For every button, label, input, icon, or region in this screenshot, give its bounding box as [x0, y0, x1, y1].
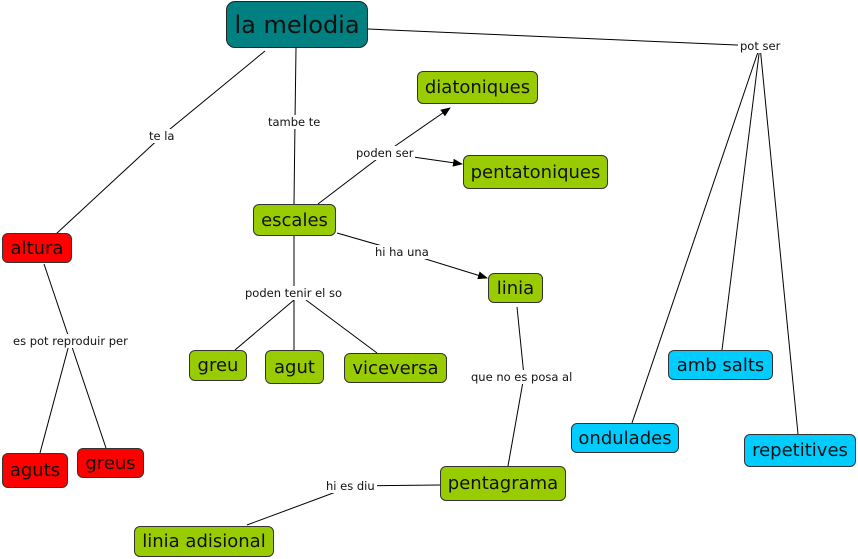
connector-es-pot-aguts [39, 340, 71, 454]
link-label-pot-ser: pot ser [738, 39, 783, 53]
link-label-tambe-te: tambe te [266, 115, 323, 129]
connector-que-no-pentagrama [507, 375, 525, 467]
node-label: escales [261, 209, 328, 231]
connector-pot-ser-amb-salts [721, 45, 761, 351]
node-altura[interactable]: altura [2, 233, 72, 263]
node-linia-adisional[interactable]: linia adisional [134, 526, 274, 557]
link-label-hi-es-diu: hi es diu [324, 479, 377, 493]
node-pentagrama[interactable]: pentagrama [440, 466, 566, 501]
node-aguts[interactable]: aguts [2, 453, 68, 488]
node-label: pentagrama [447, 473, 559, 494]
node-escales[interactable]: escales [253, 204, 336, 236]
link-label-hi-ha-una: hi ha una [373, 245, 431, 259]
connector-altura-es-pot [43, 263, 71, 342]
connector-poden-tenir-greu [234, 299, 295, 351]
connector-root-pot-ser [367, 28, 761, 47]
connector-tambe-te-escales [293, 120, 296, 205]
connector-linia-que-no [516, 306, 525, 377]
node-greu[interactable]: greu [189, 350, 247, 381]
node-label: aguts [9, 460, 61, 481]
link-label-te-la: te la [147, 129, 177, 143]
node-viceversa[interactable]: viceversa [344, 353, 447, 383]
link-label-poden-ser: poden ser [354, 146, 416, 160]
node-label: linia [496, 277, 535, 299]
node-repetitives[interactable]: repetitives [744, 434, 856, 467]
node-agut[interactable]: agut [265, 350, 324, 384]
connector-root-tambe-te [294, 47, 297, 122]
connector-escales-poden-ser [317, 152, 386, 205]
connector-poden-ser-diatoniques [384, 107, 451, 154]
node-greus[interactable]: greus [77, 448, 144, 478]
node-label: pentatoniques [470, 161, 601, 183]
connector-poden-tenir-viceversa [305, 299, 378, 354]
node-label: linia adisional [142, 531, 266, 552]
node-label: ondulades [578, 427, 672, 449]
node-label: agut [274, 356, 315, 378]
connector-te-la-altura [55, 133, 165, 235]
connector-root-te-la [163, 50, 266, 135]
link-label-es-pot-reproduir-per: es pot reproduir per [11, 334, 130, 348]
node-label: diatoniques [424, 77, 531, 98]
node-label: repetitives [752, 440, 848, 461]
node-la-melodia[interactable]: la melodia [226, 1, 368, 48]
node-label: amb salts [676, 354, 765, 376]
connector-es-pot-greus [69, 340, 107, 449]
node-label: greu [197, 355, 239, 376]
node-label: greus [85, 452, 136, 474]
node-label: viceversa [352, 357, 439, 379]
connector-pot-ser-repetitives [759, 45, 799, 435]
node-linia[interactable]: linia [488, 273, 543, 303]
node-ondulades[interactable]: ondulades [571, 423, 679, 453]
node-amb-salts[interactable]: amb salts [668, 350, 773, 380]
node-label: la melodia [234, 10, 360, 39]
node-label: altura [10, 237, 64, 259]
connector-pot-ser-ondulades [631, 45, 761, 424]
link-label-poden-tenir-el-so: poden tenir el so [243, 286, 345, 300]
node-diatoniques[interactable]: diatoniques [417, 71, 538, 104]
link-label-que-no-es-posa-al: que no es posa al [469, 370, 575, 384]
node-pentatoniques[interactable]: pentatoniques [463, 155, 608, 189]
